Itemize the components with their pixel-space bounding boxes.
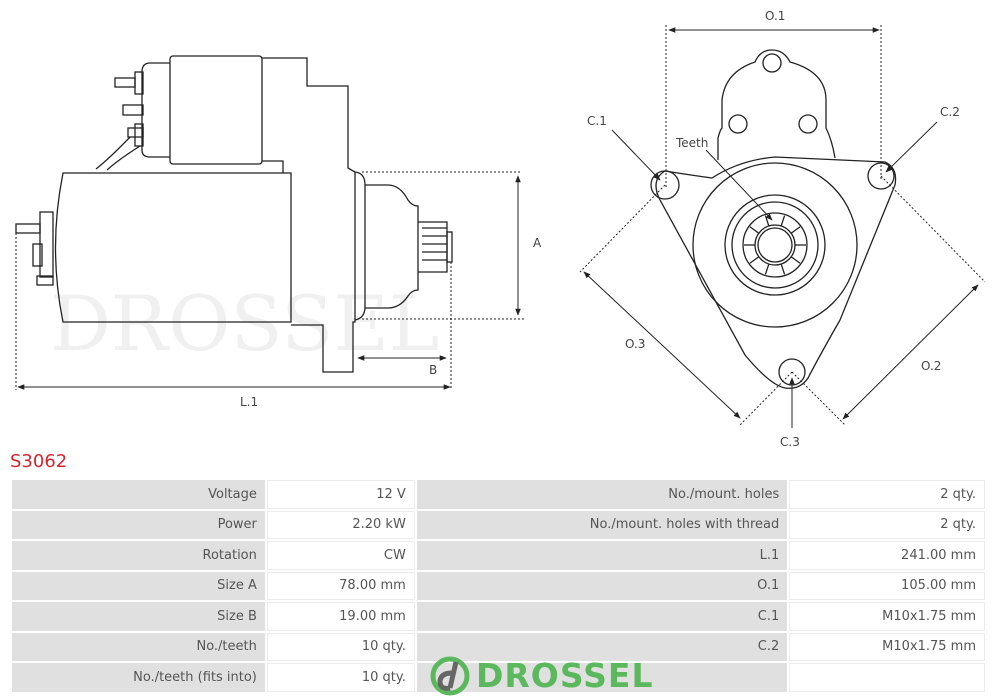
spec-label: Size B [12,602,265,631]
spec-label [416,663,788,692]
front-dimensions [579,25,986,428]
spec-value: 10 qty. [266,663,415,692]
pinion-tooth [764,215,770,227]
spec-value: 105.00 mm [789,571,985,600]
logo-d-icon [430,656,470,696]
motor-body [54,172,292,323]
teeth-label: Teeth [675,136,708,150]
side-view [15,55,453,373]
spec-label: O.1 [416,571,788,600]
spec-label: Rotation [12,541,265,570]
spec-value: 241.00 mm [789,541,985,570]
spec-value [789,663,985,692]
spec-label: C.1 [416,602,788,631]
dim-label-c1: C.1 [587,114,607,128]
spec-value: 78.00 mm [266,571,415,600]
spec-value: 2 qty. [789,510,985,539]
spec-value: 10 qty. [266,632,415,661]
dim-label-a: A [533,236,542,250]
spec-label: No./teeth (fits into) [12,663,265,692]
dim-label-c2: C.2 [940,105,960,119]
pinion-tooth [790,226,801,234]
pinion-tooth [749,226,760,234]
spec-row: No./teeth (fits into)10 qty. [12,663,985,692]
dim-label-o1: O.1 [765,9,785,23]
solenoid [169,55,263,165]
dim-label-o3: O.3 [625,337,645,351]
spec-value: 19.00 mm [266,602,415,631]
pinion-tooth [749,256,760,264]
spec-value: CW [266,541,415,570]
technical-drawing: DROSSEL A B L.1 [15,9,986,449]
watermark: DROSSEL [50,279,439,368]
spec-label: Size A [12,571,265,600]
spec-value: M10x1.75 mm [789,632,985,661]
pinion-tooth [764,263,770,275]
spec-label: No./mount. holes [416,480,788,509]
spec-value: 2 qty. [789,480,985,509]
pinion-tooth [790,256,801,264]
pinion-tooth [780,215,786,227]
spec-value: 2.20 kW [266,510,415,539]
side-dimensions [15,171,525,390]
pinion-tooth [780,263,786,275]
spec-label: No./mount. holes with thread [416,510,788,539]
spec-value: 12 V [266,480,415,509]
dim-label-o2: O.2 [921,359,941,373]
front-view [650,49,897,389]
spec-label: L.1 [416,541,788,570]
spec-label: No./teeth [12,632,265,661]
part-number: S3062 [10,451,68,472]
drossel-logo: DROSSEL [430,656,653,696]
spec-label: C.2 [416,632,788,661]
logo-text: DROSSEL [476,656,654,695]
spec-label: Voltage [12,480,265,509]
dim-label-b: B [429,363,437,377]
spec-label: Power [12,510,265,539]
spec-value: M10x1.75 mm [789,602,985,631]
dim-label-l1: L.1 [240,395,258,409]
dim-label-c3: C.3 [780,435,800,449]
